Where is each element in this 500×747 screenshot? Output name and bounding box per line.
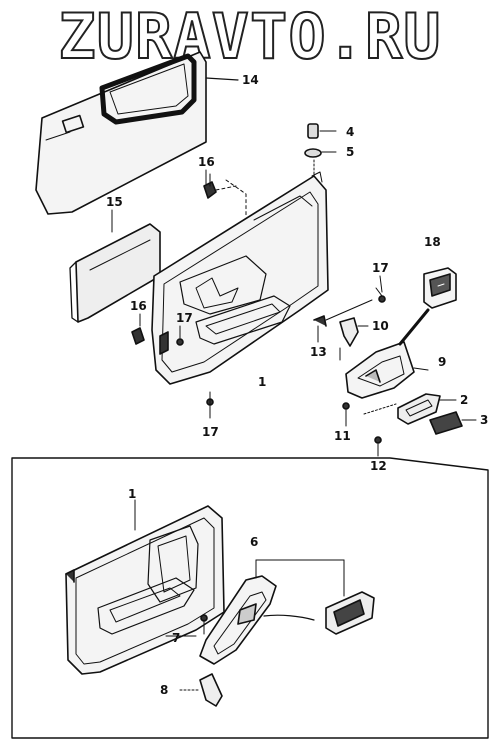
label-7: 7: [172, 631, 181, 645]
label-1-inset: 1: [128, 487, 137, 501]
label-18: 18: [424, 235, 441, 249]
part-1-main-trim-panel: [151, 171, 329, 385]
label-1-top: 1: [258, 375, 267, 389]
label-13: 13: [310, 345, 327, 359]
part-16-17-fasteners: [131, 327, 214, 419]
label-16-top: 16: [198, 155, 215, 169]
label-4: 4: [346, 125, 355, 139]
label-2: 2: [460, 393, 469, 407]
label-6: 6: [250, 535, 259, 549]
watermark-text: ZURAVTO.RU: [58, 0, 441, 73]
label-3: 3: [480, 413, 489, 427]
part-17-10-13-hardware: [313, 287, 386, 347]
inset-frame: [11, 457, 489, 739]
watermark: ZURAVTO.RU: [57, 0, 441, 74]
label-5: 5: [346, 145, 355, 159]
label-15: 15: [106, 195, 123, 209]
part-4-5-lock-knob: [304, 123, 337, 177]
label-17-right: 17: [372, 261, 389, 275]
part-2-3-11-12-handle-parts: [342, 393, 477, 457]
inset-part-1-panel: [65, 505, 225, 675]
label-10: 10: [372, 319, 389, 333]
label-12: 12: [370, 459, 387, 473]
label-8: 8: [160, 683, 169, 697]
part-9-handle-assembly: [345, 308, 430, 399]
part-16-clip-top: [203, 173, 247, 217]
label-9: 9: [438, 355, 447, 369]
label-16-mid: 16: [130, 299, 147, 313]
label-17-mid: 17: [176, 311, 193, 325]
label-14: 14: [242, 73, 259, 87]
inset-parts-6-7-8: [179, 559, 375, 707]
leader-lines: [134, 169, 383, 637]
part-18-switch: [423, 267, 457, 309]
part-14-trim-panel: [35, 51, 239, 215]
label-17-bottom: 17: [202, 425, 219, 439]
label-11: 11: [334, 429, 351, 443]
